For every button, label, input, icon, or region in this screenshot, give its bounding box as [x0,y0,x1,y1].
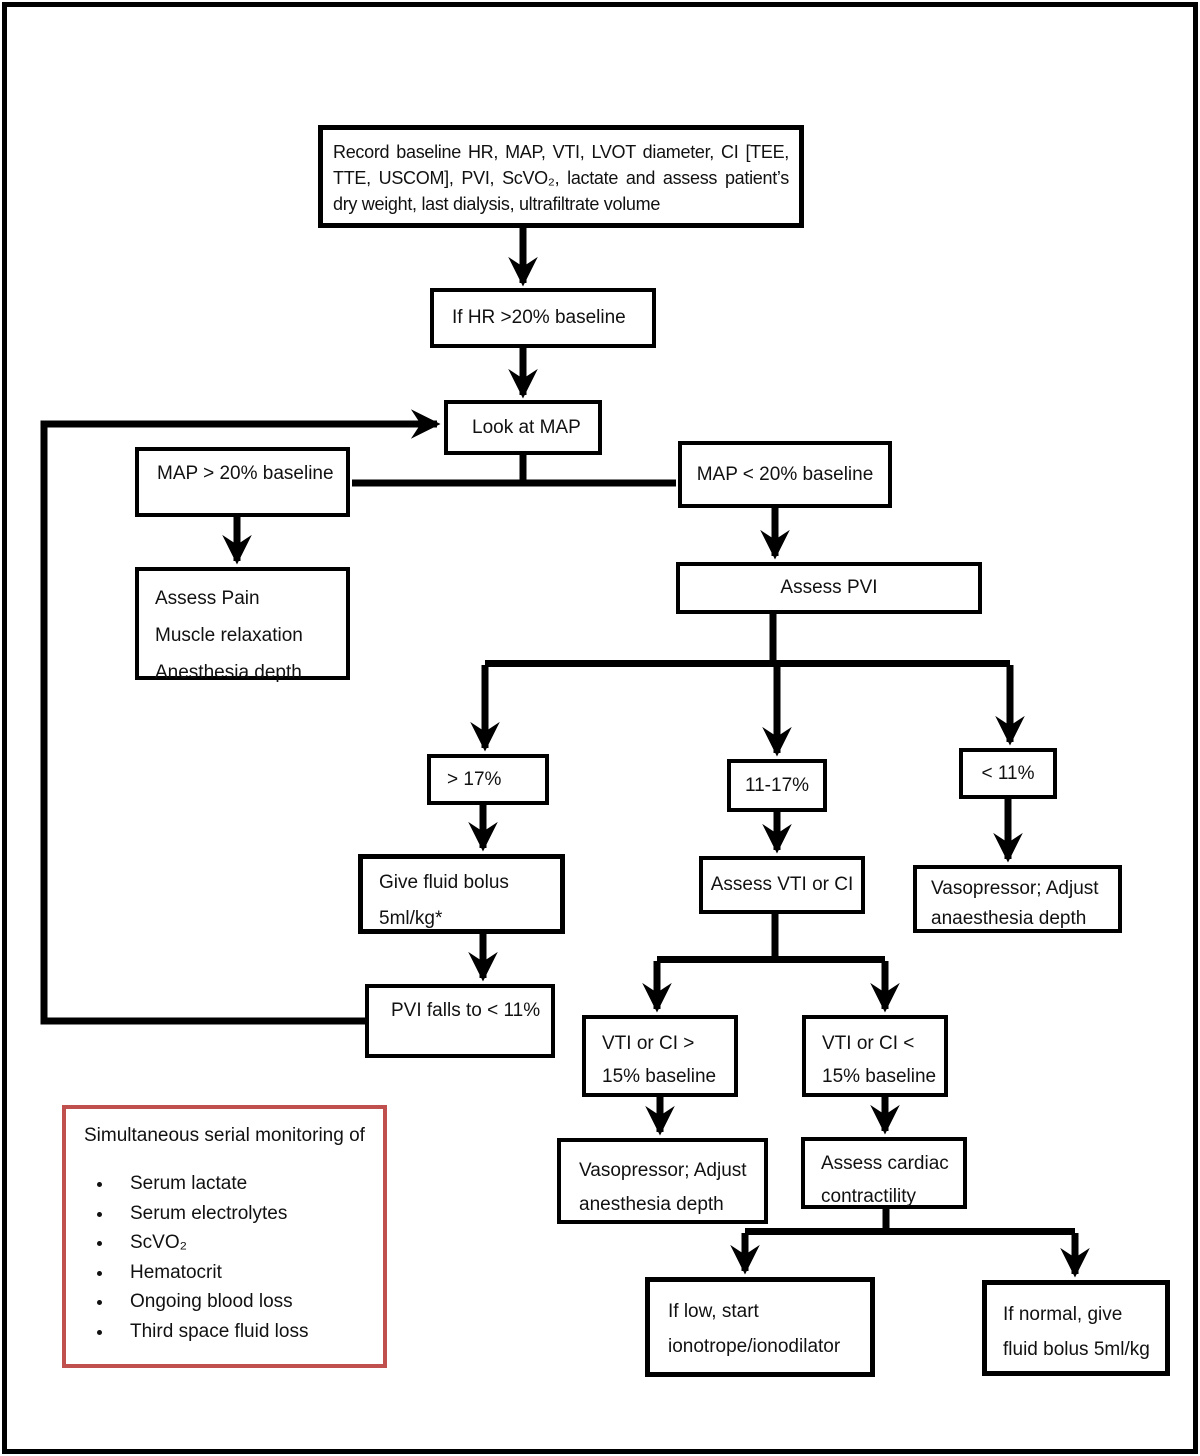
node-if-normal: If normal, give fluid bolus 5ml/kg [982,1280,1170,1376]
feedback-loop [40,409,441,1025]
monitor-item: Third space fluid loss [114,1321,383,1343]
monitor-item: Ongoing blood loss [114,1291,383,1313]
node-pvi-gt-17: > 17% [427,754,549,805]
node-pvi-11-17: 11-17% [727,759,827,812]
monitoring-legend-box: Simultaneous serial monitoring of Serum … [62,1105,387,1368]
node-map-gt-20: MAP > 20% baseline [135,447,350,517]
node-assess-vti-ci: Assess VTI or CI [699,856,865,914]
node-vti-gt-15: VTI or CI > 15% baseline [582,1015,738,1097]
monitor-item: Serum lactate [114,1173,383,1195]
monitor-item: ScVO₂ [114,1232,383,1254]
node-if-hr: If HR >20% baseline [430,288,656,348]
node-vasopressor-anaesthesia: Vasopressor; Adjust anaesthesia depth [913,865,1122,933]
node-pvi-falls: PVI falls to < 11% [365,984,555,1058]
node-vasopressor-anesthesia: Vasopressor; Adjust anesthesia depth [557,1138,768,1224]
node-map-lt-20: MAP < 20% baseline [678,441,892,508]
node-assess-cardiac: Assess cardiac contractility [801,1137,967,1209]
monitoring-legend-title: Simultaneous serial monitoring of [84,1125,365,1146]
node-assess-pain: Assess Pain Muscle relaxation Anesthesia… [135,567,350,683]
node-if-low: If low, start ionotrope/ionodilator [645,1277,875,1377]
node-record-baseline: Record baseline HR, MAP, VTI, LVOT diame… [318,125,804,228]
node-give-fluid-bolus: Give fluid bolus 5ml/kg* [358,854,565,934]
monitor-item: Serum electrolytes [114,1203,383,1225]
node-assess-pvi: Assess PVI [676,562,982,614]
monitor-item: Hematocrit [114,1262,383,1284]
node-pvi-lt-11: < 11% [959,748,1057,799]
node-look-at-map: Look at MAP [444,400,602,455]
monitoring-legend-list: Serum lactate Serum electrolytes ScVO₂ H… [66,1173,383,1343]
node-vti-lt-15: VTI or CI < 15% baseline [802,1015,948,1097]
